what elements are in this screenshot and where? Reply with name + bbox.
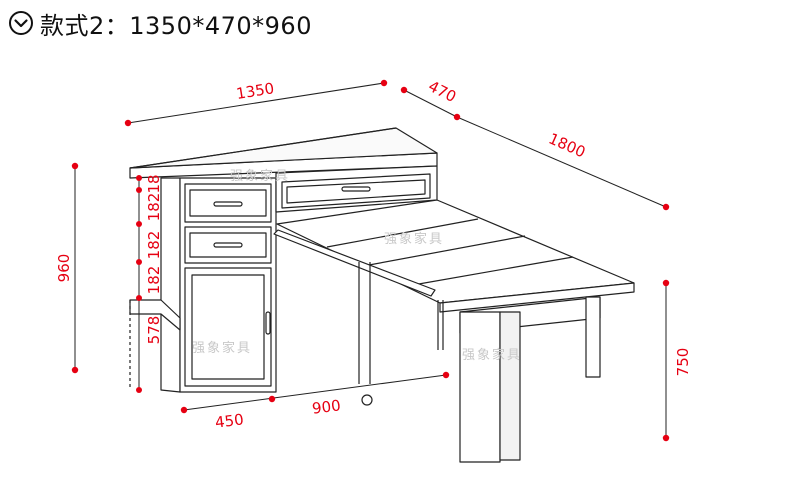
dim-depth-top: 470 xyxy=(425,77,459,106)
watermark-2: 强象家具 xyxy=(384,231,444,247)
dim-table-span: 900 xyxy=(311,396,342,417)
header: 款式2：1350*470*960 xyxy=(8,6,312,40)
caster-wheel xyxy=(361,394,373,406)
dim-drawer-c: 182 xyxy=(145,266,163,295)
extension-table xyxy=(273,199,635,463)
dim-cabinet-base: 450 xyxy=(214,410,245,431)
cabinet-left-side xyxy=(160,177,181,393)
dim-width-top: 1350 xyxy=(235,79,276,103)
chevron-circle-down-icon xyxy=(9,11,33,35)
cabinet-door xyxy=(184,267,272,387)
dim-drawer-b: 182 xyxy=(145,231,163,260)
dim-total-height: 960 xyxy=(55,254,73,283)
dim-drawer-a: 182 xyxy=(145,193,163,222)
watermark-3: 强象家具 xyxy=(192,340,252,356)
watermark-1: 强象家具 xyxy=(230,168,290,184)
dim-line-depth xyxy=(403,89,458,118)
dim-table-height: 750 xyxy=(674,348,692,377)
dim-line-width xyxy=(127,82,385,124)
dim-extended-length: 1800 xyxy=(546,129,588,161)
dim-line-extended xyxy=(456,116,667,208)
dim-drawer-top: 18 xyxy=(145,174,163,193)
page-title: 款式2：1350*470*960 xyxy=(40,11,312,40)
table-front-edge xyxy=(439,282,635,313)
dim-line-base xyxy=(183,374,447,411)
dim-door-height: 578 xyxy=(145,316,163,345)
watermark-4: 强象家具 xyxy=(462,347,522,363)
drawer-handle-3 xyxy=(341,186,371,192)
drawer-handle-1 xyxy=(213,201,243,207)
table-leg-front xyxy=(459,311,501,463)
door-handle xyxy=(265,311,271,335)
drawer-handle-2 xyxy=(213,242,243,248)
